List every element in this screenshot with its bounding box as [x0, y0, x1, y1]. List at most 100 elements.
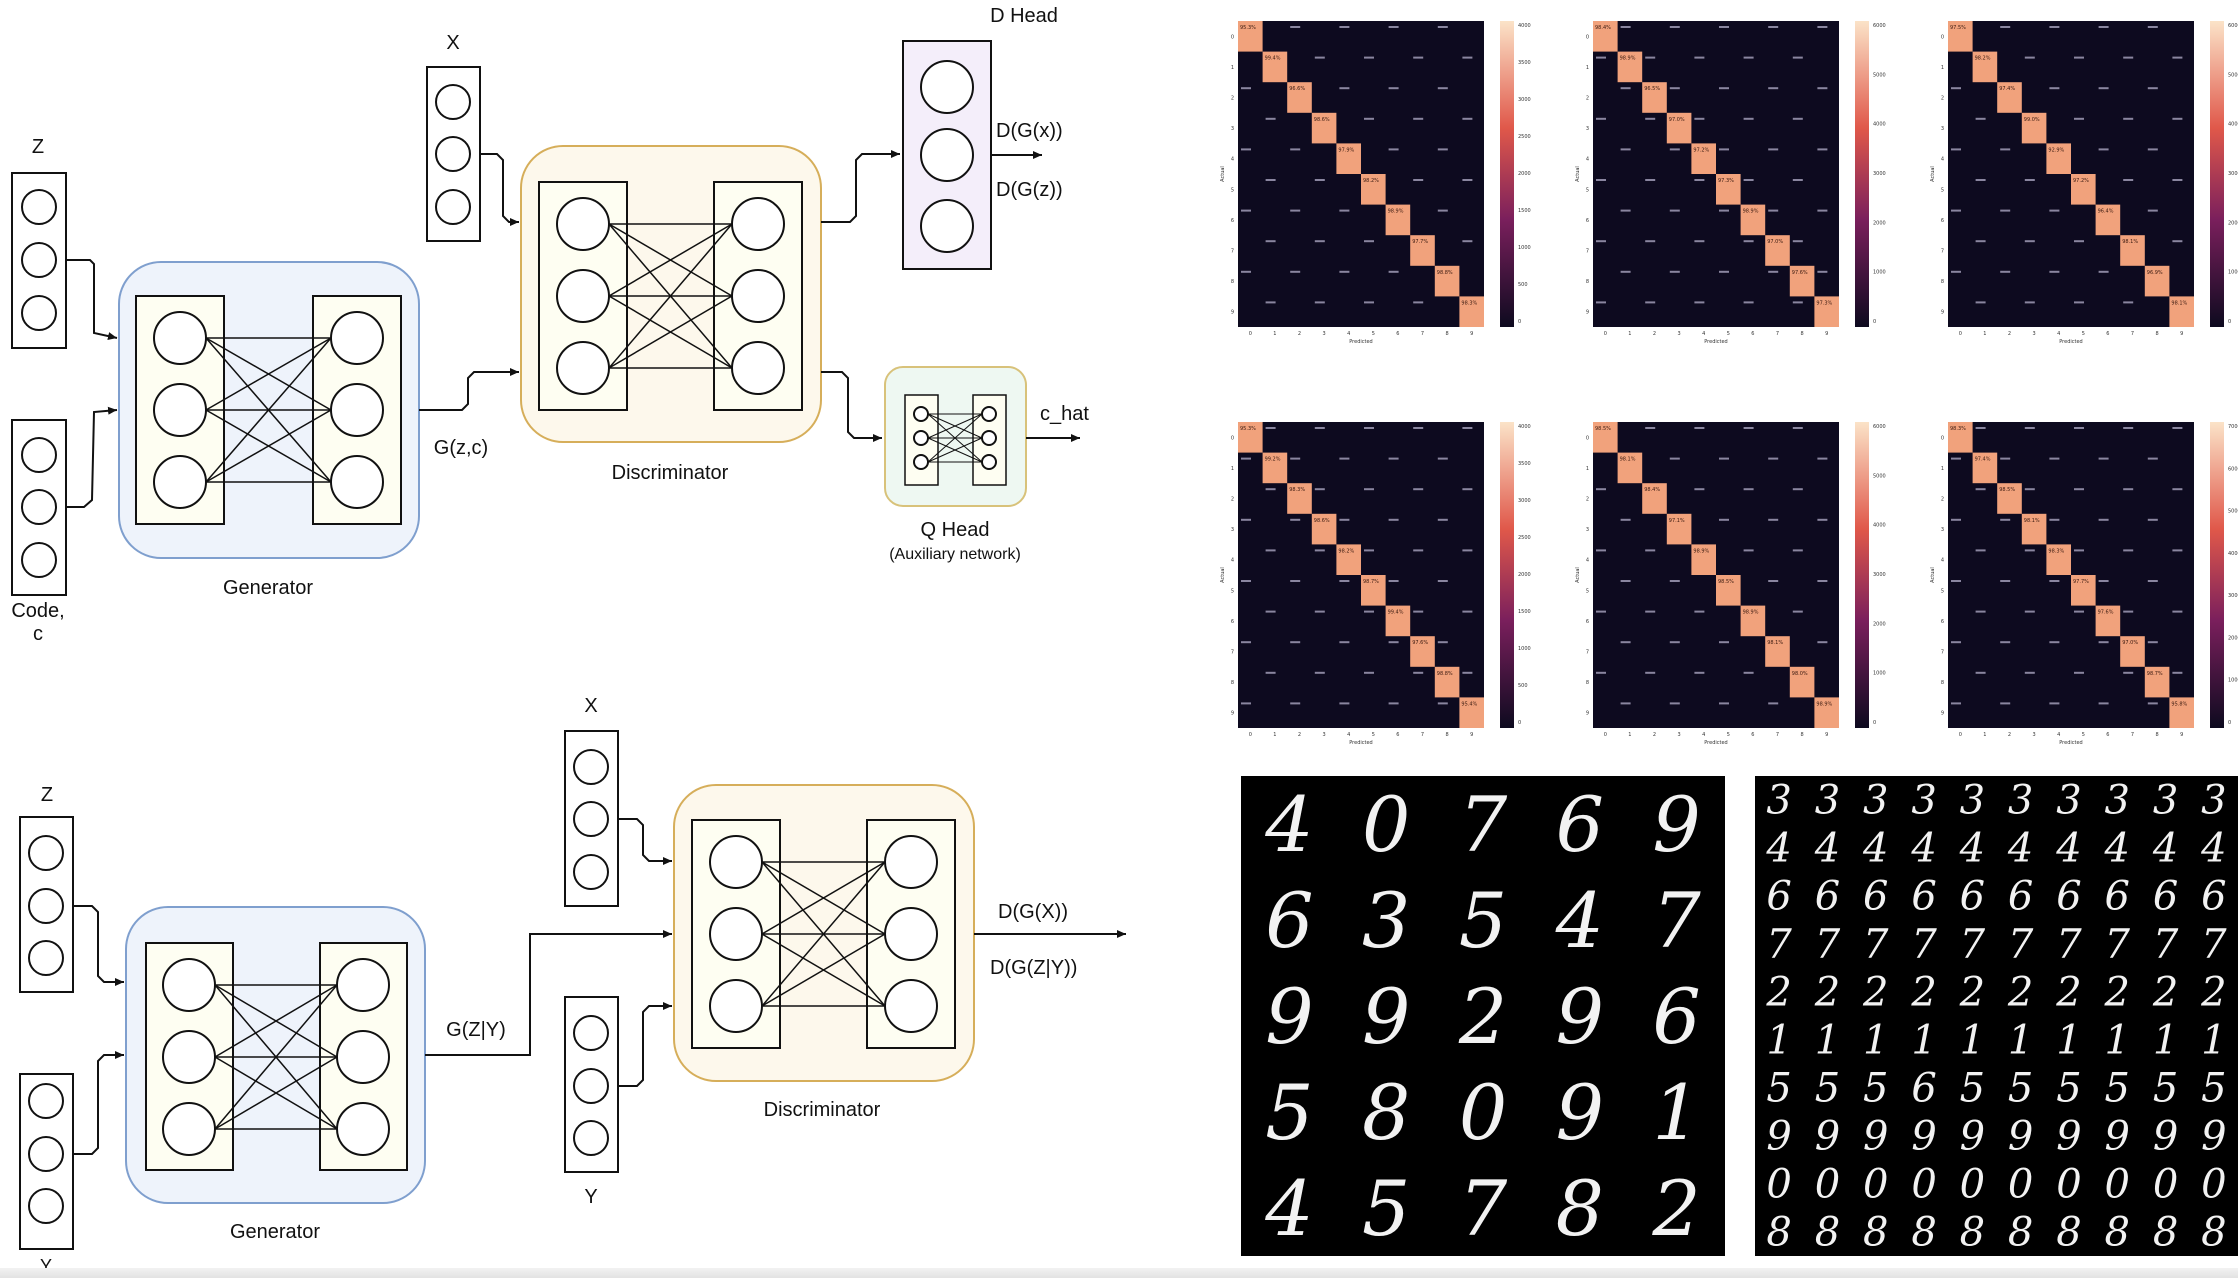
off-diagonal-mark [2098, 580, 2109, 582]
colorbar-tick-label: 0 [1873, 720, 1876, 726]
off-diagonal-mark [2172, 56, 2183, 59]
x-tick-label: 2 [1653, 732, 1656, 738]
heatmap-diagonal-cell [2169, 296, 2194, 327]
off-diagonal-mark [2000, 702, 2011, 705]
y-tick-label: 8 [1941, 279, 1944, 285]
off-diagonal-mark [1743, 179, 1754, 181]
off-diagonal-mark [2123, 549, 2134, 552]
off-diagonal-mark [1817, 580, 1828, 582]
off-diagonal-mark [1462, 56, 1473, 59]
off-diagonal-mark [1314, 301, 1325, 304]
digit-sample: 6 [2153, 873, 2178, 919]
code-node [21, 437, 57, 473]
off-diagonal-mark [2123, 179, 2134, 181]
digit-sample: 4 [1862, 825, 1888, 871]
off-diagonal-mark [1413, 427, 1424, 429]
digit-sample: 6 [1863, 873, 1888, 919]
x-axis-label: Predicted [1704, 740, 1727, 746]
generator-label: Generator [230, 1221, 320, 1243]
gzc-label: G(z,c) [434, 437, 488, 459]
y-tick-label: 7 [1941, 249, 1944, 255]
off-diagonal-mark [1669, 148, 1680, 151]
x-node [435, 84, 471, 120]
y-tick-label: 9 [1586, 310, 1589, 316]
off-diagonal-mark [2123, 488, 2134, 491]
x-tick-label: 4 [1347, 331, 1350, 337]
off-diagonal-mark [1339, 457, 1350, 460]
generated-samples-grid-5x5 [1241, 776, 1725, 1256]
off-diagonal-mark [1620, 209, 1631, 212]
x-tick-label: 2 [2008, 331, 2011, 337]
y-tick-label: 1 [1941, 65, 1944, 71]
y-tick-label: 5 [1941, 187, 1944, 193]
colorbar-tick-label: 1500 [1518, 208, 1531, 214]
digit-sample: 9 [2008, 1113, 2033, 1159]
y-tick-label: 8 [1231, 279, 1234, 285]
digit-sample: 4 [2007, 825, 2033, 871]
y-node [28, 1136, 64, 1172]
digit-sample: 2 [2200, 969, 2226, 1015]
off-diagonal-mark [1694, 488, 1705, 491]
off-diagonal-mark [2123, 56, 2134, 59]
heatmap-diagonal-cell [1336, 143, 1361, 174]
y-node [573, 1120, 609, 1156]
heatmap-diagonal-cell [1691, 143, 1716, 174]
off-diagonal-mark [1817, 26, 1828, 28]
digit-sample: 7 [1766, 921, 1792, 967]
heatmap-diagonal-cell [1617, 51, 1643, 83]
diagonal-value: 98.7% [1363, 579, 1379, 585]
x-node [573, 854, 609, 890]
y-tick-label: 8 [1586, 680, 1589, 686]
digit-sample: 9 [1960, 1113, 1985, 1159]
colorbar-tick-label: 6000 [2228, 23, 2238, 29]
digit-sample: 0 [2201, 1161, 2226, 1207]
off-diagonal-mark [1314, 549, 1325, 552]
colorbar-tick-label: 4000 [1873, 523, 1886, 529]
off-diagonal-mark [1437, 518, 1448, 521]
y-tick-label: 9 [1941, 711, 1944, 717]
heatmap-diagonal-cell [1238, 422, 1263, 453]
off-diagonal-mark [1265, 671, 1276, 674]
diagonal-value: 98.1% [2024, 518, 2040, 524]
z-node [21, 189, 57, 225]
x-tick-label: 3 [1323, 732, 1326, 738]
x-tick-label: 2 [2008, 732, 2011, 738]
y-tick-label: 4 [1586, 157, 1589, 163]
colorbar-tick-label: 5000 [2228, 72, 2238, 78]
neuron-node [981, 406, 997, 422]
digit-sample: 5 [2008, 1065, 2033, 1111]
off-diagonal-mark [1669, 580, 1680, 582]
x-tick-label: 2 [1298, 732, 1301, 738]
digit-sample: 5 [1265, 1068, 1313, 1157]
off-diagonal-mark [1437, 26, 1448, 28]
digit-sample: 7 [1863, 921, 1889, 967]
digit-sample: 1 [1652, 1068, 1700, 1157]
colorbar-tick-label: 500 [1518, 683, 1528, 689]
diagonal-value: 98.9% [1743, 610, 1759, 616]
off-diagonal-mark [1645, 671, 1656, 674]
off-diagonal-mark [1265, 549, 1276, 552]
y-tick-label: 0 [1586, 435, 1589, 441]
discriminator-label: Discriminator [612, 462, 729, 484]
x-to-discriminator-arrow [618, 818, 672, 865]
off-diagonal-mark [2024, 488, 2035, 491]
off-diagonal-mark [1265, 117, 1276, 120]
heatmap-diagonal-cell [2021, 513, 2047, 545]
digit-sample: 4 [1959, 825, 1985, 871]
digit-sample: 9 [1556, 972, 1604, 1061]
bottom-edge [0, 1268, 2238, 1278]
y-tick-label: 1 [1586, 466, 1589, 472]
diagonal-value: 98.0% [1792, 671, 1808, 677]
generated-samples-grid-10x10 [1755, 776, 2238, 1256]
off-diagonal-mark [1768, 518, 1779, 521]
digit-sample: 7 [2201, 921, 2227, 967]
off-diagonal-mark [1596, 549, 1606, 552]
digit-sample: 9 [1556, 1068, 1604, 1157]
digit-sample: 1 [1960, 1017, 1985, 1063]
x-tick-label: 4 [1347, 732, 1350, 738]
off-diagonal-mark [1437, 580, 1448, 582]
off-diagonal-mark [1413, 671, 1424, 674]
off-diagonal-mark [1768, 26, 1779, 28]
heatmap-diagonal-cell [1691, 544, 1716, 575]
off-diagonal-mark [1437, 87, 1448, 90]
